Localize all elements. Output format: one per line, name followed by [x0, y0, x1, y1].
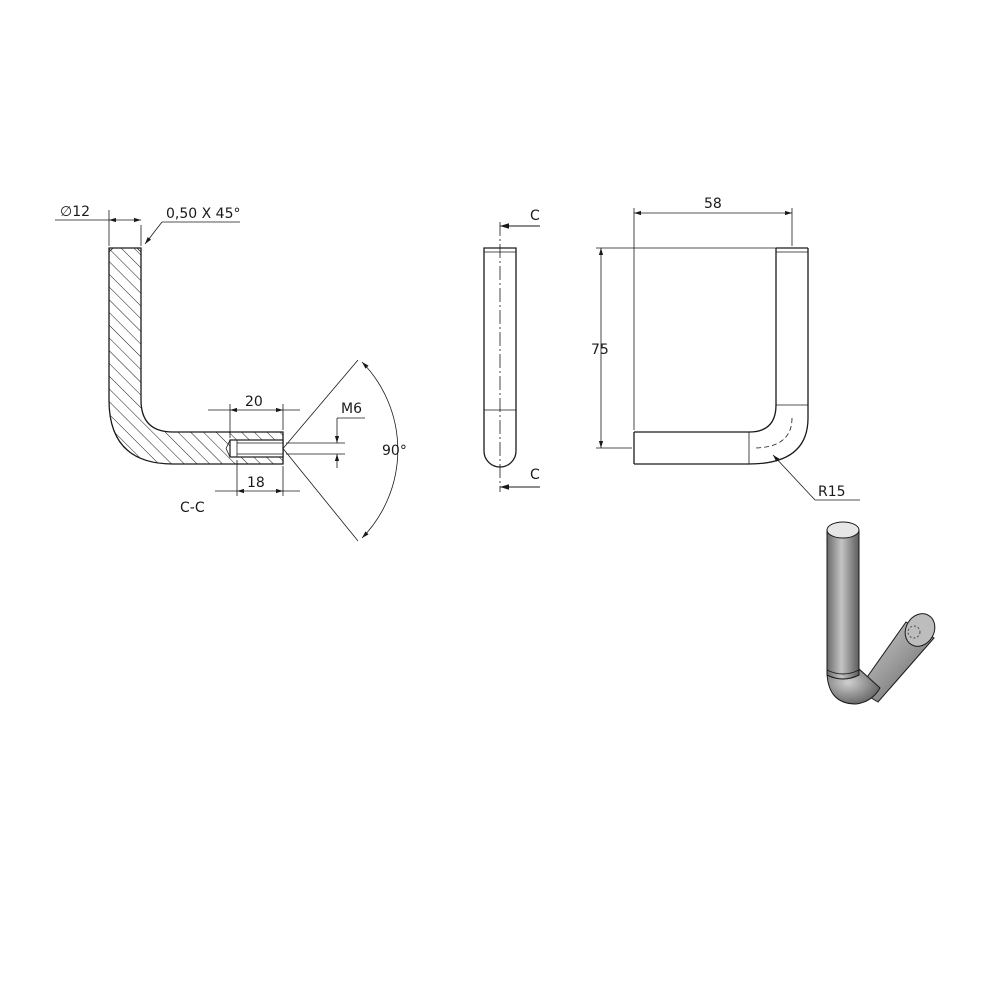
iso-thread-hole	[907, 625, 921, 639]
iso-vertical-end	[826, 521, 860, 539]
thread-label: M6	[341, 401, 362, 417]
hatched-section	[108, 247, 284, 465]
hole-depth-label: 18	[247, 475, 265, 491]
front-view: 58 75 R15	[591, 196, 860, 501]
radius-label: R15	[818, 484, 846, 500]
chamfer-label: 0,50 X 45°	[166, 206, 240, 222]
width-label: 58	[704, 196, 722, 212]
thread-depth-label: 20	[245, 394, 263, 410]
section-view: ∅12 0,50 X 45° 20 18 M6 90° C-C	[55, 204, 407, 542]
angle-label: 90°	[382, 443, 407, 459]
iso-diagonal-end	[904, 613, 936, 647]
section-name-label: C-C	[180, 500, 205, 516]
cut-top-label: C	[530, 208, 540, 224]
diameter-label: ∅12	[60, 204, 90, 220]
side-rod-outline	[483, 247, 517, 468]
tapped-hole	[229, 439, 284, 458]
height-label: 75	[591, 342, 609, 358]
side-view: C C	[483, 208, 540, 492]
iso-vertical-leg	[826, 529, 860, 680]
cut-bottom-label: C	[530, 467, 540, 483]
isometric-view	[826, 521, 936, 705]
